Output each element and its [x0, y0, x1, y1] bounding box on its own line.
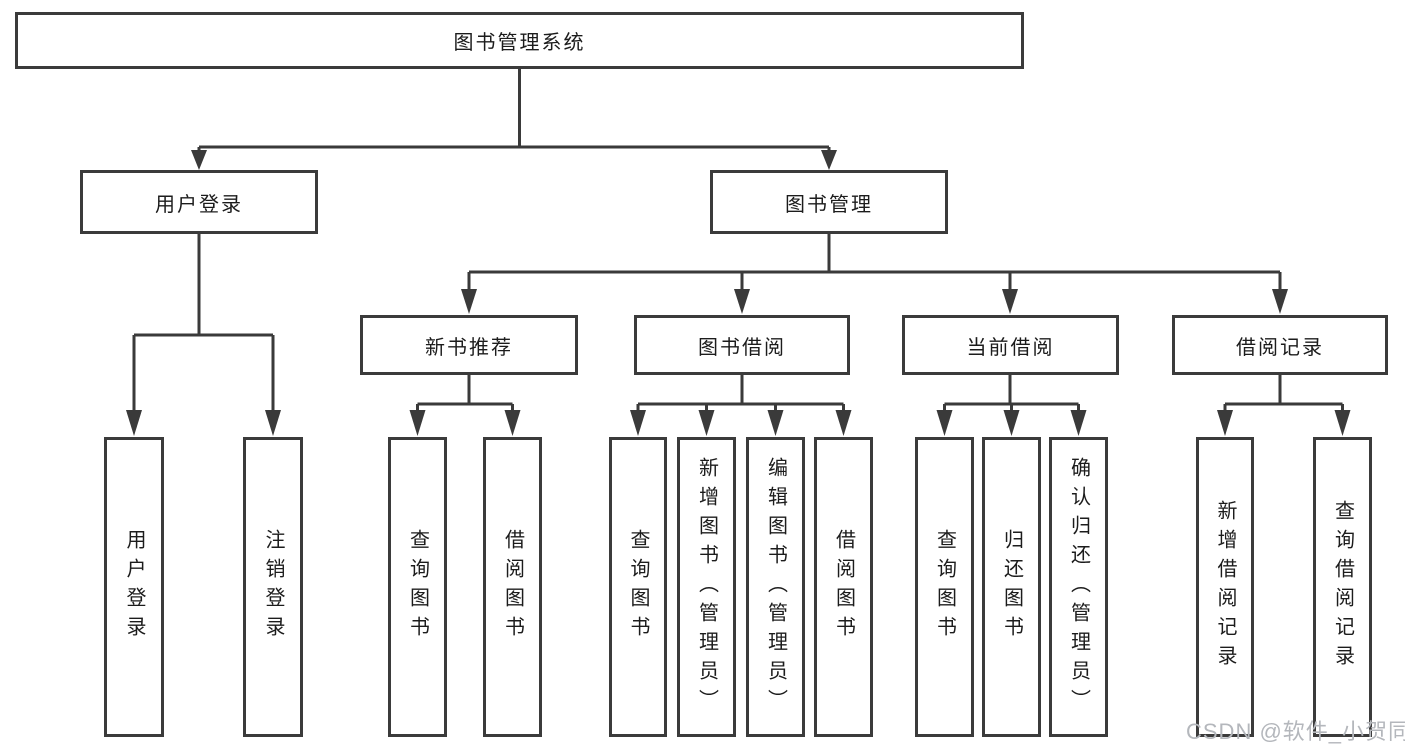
node-borrow-record: 借阅记录 — [1172, 315, 1388, 375]
csdn-watermark: CSDN @软件_小贺同学 — [1186, 719, 1405, 744]
leaf-edit-book-admin: 编辑图书（管理员） — [746, 437, 805, 737]
leaf-add-book-admin: 新增图书（管理员） — [677, 437, 736, 737]
leaf-query-borrow-record: 查询借阅记录 — [1313, 437, 1372, 737]
leaf-add-borrow-record: 新增借阅记录 — [1196, 437, 1254, 737]
connector-root-to-level2 — [191, 69, 837, 170]
connector-new-book-rec-to-leaves — [409, 375, 521, 436]
leaf-user-login: 用户登录 — [104, 437, 164, 737]
connector-user-login-to-leaves — [126, 234, 281, 436]
node-book-mgmt: 图书管理 — [710, 170, 948, 234]
leaf-query-book-current: 查询图书 — [915, 437, 974, 737]
connector-current-borrow-to-leaves — [936, 375, 1087, 436]
connector-book-borrow-to-leaves — [630, 375, 852, 436]
node-current-borrow: 当前借阅 — [902, 315, 1119, 375]
leaf-borrow-book-rec: 借阅图书 — [483, 437, 542, 737]
leaf-logout: 注销登录 — [243, 437, 303, 737]
leaf-borrow-book: 借阅图书 — [814, 437, 873, 737]
leaf-query-book-borrow: 查询图书 — [609, 437, 667, 737]
leaf-confirm-return-admin: 确认归还（管理员） — [1049, 437, 1108, 737]
leaf-query-book-rec: 查询图书 — [388, 437, 447, 737]
node-root: 图书管理系统 — [15, 12, 1024, 69]
node-new-book-rec: 新书推荐 — [360, 315, 578, 375]
connector-book-mgmt-to-level3 — [461, 234, 1288, 314]
leaf-return-book: 归还图书 — [982, 437, 1041, 737]
connector-borrow-record-to-leaves — [1217, 375, 1351, 436]
node-book-borrow: 图书借阅 — [634, 315, 850, 375]
node-user-login: 用户登录 — [80, 170, 318, 234]
